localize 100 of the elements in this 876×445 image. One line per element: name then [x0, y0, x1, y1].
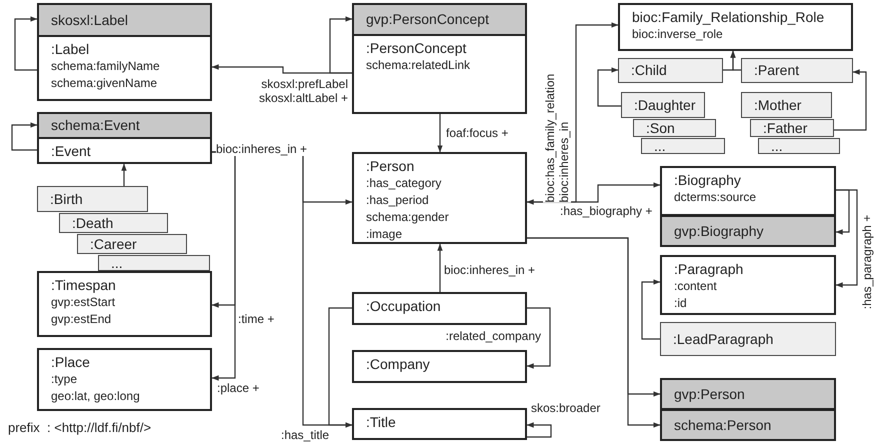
class-label: gvp:estStart — [51, 294, 116, 311]
edge-label: :has_biography + — [560, 204, 652, 218]
edge-label: :time + — [238, 312, 274, 326]
class-label: schema:gender — [366, 209, 450, 226]
class-label: ... — [111, 256, 124, 270]
class-label: :Company — [366, 356, 431, 373]
class-label: :has_period — [366, 192, 430, 209]
class-label: :Place — [51, 354, 91, 371]
class-label: :image — [366, 226, 404, 243]
class-label: :type — [51, 371, 78, 388]
subclass-box — [98, 255, 210, 271]
connector-arrow — [641, 279, 660, 340]
class-header-box — [37, 112, 212, 139]
connector-arrow — [730, 50, 741, 71]
class-label: ... — [654, 139, 667, 153]
class-label: bioc:inverse_role — [632, 26, 724, 43]
class-box — [37, 348, 212, 411]
class-label: :Paragraph — [674, 261, 744, 278]
edge-label: bioc:inheres_in + — [444, 263, 536, 277]
class-label: :PersonConcept — [366, 40, 468, 57]
class-label: gvp:PersonConcept — [366, 11, 490, 28]
connector-arrow — [527, 237, 660, 428]
class-label: ... — [771, 139, 784, 153]
class-label: :Son — [646, 121, 676, 135]
connector-arrow — [121, 164, 127, 186]
connector-arrow — [836, 189, 850, 235]
edge-label: :place + — [217, 381, 260, 395]
subclass-box — [750, 119, 834, 137]
class-label: :content — [674, 278, 718, 295]
class-label: geo:lat, geo:long — [51, 388, 141, 405]
connector-arrow — [526, 22, 618, 205]
class-label: :Father — [763, 121, 808, 135]
edge-label: :has_paragraph + — [860, 214, 874, 310]
class-label: :Career — [90, 237, 138, 251]
class-header-box — [660, 409, 836, 441]
class-label: :Birth — [50, 190, 84, 208]
class-box — [352, 292, 527, 325]
class-label: :Occupation — [366, 298, 442, 315]
connector-arrow — [329, 16, 352, 74]
class-box — [37, 271, 212, 337]
class-box — [660, 255, 836, 315]
class-label: skosxl:Label — [51, 12, 130, 28]
subclass-box — [618, 58, 723, 83]
connector-arrow — [526, 307, 551, 369]
subclass-box — [741, 92, 832, 118]
edge-label: bioc:inheres_in + — [216, 142, 308, 156]
class-label: schema:Event — [51, 117, 141, 134]
subclass-box — [758, 138, 840, 154]
connector-arrow — [437, 244, 443, 292]
subclass-box — [641, 138, 725, 154]
connector-arrow — [597, 67, 621, 107]
edge-label: skos:broader — [531, 401, 600, 415]
class-label: schema:relatedLink — [366, 57, 472, 74]
connector-arrow — [526, 422, 552, 438]
connector-arrow — [834, 69, 867, 131]
class-label: :Parent — [754, 62, 800, 79]
class-label: :Mother — [754, 96, 802, 114]
class-label: schema:givenName — [51, 75, 158, 92]
connector-arrow — [437, 114, 443, 152]
class-label: :Label — [51, 41, 90, 58]
edge-label: foaf:focus + — [446, 126, 508, 140]
class-label: :id — [674, 295, 688, 312]
class-header-box — [660, 378, 836, 410]
connector-arrow — [328, 307, 352, 428]
class-label: :Biography — [674, 172, 742, 189]
edge-label: :has_title — [281, 428, 330, 442]
class-label: :Title — [366, 414, 397, 431]
class-label: bioc:Family_Relationship_Role — [632, 9, 826, 26]
connector-arrow — [836, 189, 858, 288]
class-label: gvp:Biography — [674, 222, 765, 240]
class-box — [352, 408, 527, 440]
class-box — [618, 3, 853, 51]
class-box — [352, 152, 527, 244]
class-box — [352, 350, 527, 383]
subclass-box — [633, 119, 716, 137]
class-box — [352, 34, 527, 114]
connector-arrow — [14, 16, 38, 71]
class-label: :Timespan — [51, 277, 117, 294]
class-label: :has_category — [366, 175, 442, 192]
class-label: :Child — [631, 62, 668, 79]
prefix-note: prefix : <http://ldf.fi/nbf/> — [8, 419, 152, 437]
class-label: :Person — [366, 158, 416, 175]
class-label: :Event — [51, 143, 92, 160]
subclass-box — [741, 58, 853, 83]
subclass-box — [660, 322, 836, 356]
class-box — [37, 137, 212, 164]
class-box — [37, 35, 212, 101]
class-label: schema:familyName — [51, 58, 161, 75]
subclass-box — [621, 92, 705, 118]
subclass-box — [59, 213, 168, 233]
class-label: schema:Person — [674, 416, 772, 434]
class-label: dcterms:source — [674, 189, 758, 206]
class-box — [660, 166, 836, 216]
class-label: :LeadParagraph — [673, 330, 774, 348]
connector-arrow — [11, 122, 38, 151]
class-label: gvp:estEnd — [51, 311, 112, 328]
class-label: gvp:Person — [674, 386, 746, 402]
class-header-box — [352, 3, 527, 36]
edge-label: :related_company — [446, 329, 541, 343]
class-header-box — [37, 3, 212, 37]
